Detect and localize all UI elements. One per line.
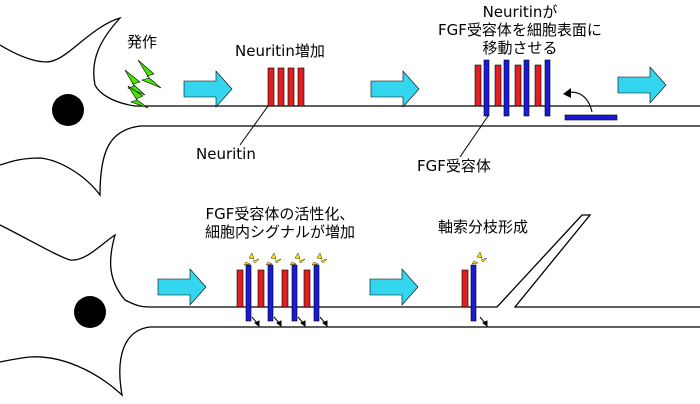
fgf-receptor-bar (523, 59, 530, 117)
bottom-stage1-label-line1: FGF受容体の活性化、 (205, 205, 355, 223)
signal-arrows (251, 316, 488, 327)
fgf-receptor-bar (313, 264, 320, 322)
neuritin-bar (494, 64, 502, 107)
receptor-cluster-bottom (236, 264, 320, 322)
neuritin-bar (303, 269, 311, 308)
neuritin-bar (297, 67, 305, 107)
bottom-stage1-label-line2: 細胞内シグナルが増加 (204, 223, 356, 241)
fgf-receptor-bar (503, 59, 510, 117)
right-arrow-icon (183, 70, 233, 108)
neuritin-bar (236, 269, 244, 308)
stimulus-label: 発作 (127, 33, 158, 51)
receptor-pointer-label: FGF受容体 (417, 157, 491, 175)
bottom-stage2-label: 軸索分枝形成 (438, 218, 529, 236)
neuritin-bar (281, 269, 289, 308)
neuritin-bar (514, 64, 522, 107)
neuritin-bar (267, 67, 275, 107)
receptor-pointer-line (459, 115, 489, 158)
right-arrow-icon (369, 268, 419, 306)
fgf-receptor-bar (267, 264, 274, 322)
top-panel (0, 16, 700, 197)
top-neuron-outline (0, 16, 700, 197)
receptor-cluster-top (474, 59, 551, 117)
right-arrow-icon (617, 66, 667, 104)
top-stage2-label-line2: FGF受容体を細胞表面に (438, 21, 602, 39)
fgf-receptor-bar (291, 264, 298, 322)
neuritin-bar (257, 269, 265, 308)
lightning-bolt-icon (124, 59, 162, 109)
bottom-neuron-outline (0, 214, 700, 397)
bottom-nucleus (74, 296, 106, 328)
fgf-receptor-bar (483, 59, 490, 117)
neuritin-bar (461, 269, 469, 308)
fgf-receptor-bar (544, 59, 551, 117)
neuritin-bar (287, 67, 295, 107)
neuritin-pointer-line (239, 105, 269, 146)
spark-burst-icon (243, 251, 488, 266)
receptor-single (461, 264, 477, 322)
neuritin-pointer-label: Neuritin (196, 145, 256, 163)
top-stage2-label-line1: Neuritinが (482, 3, 558, 21)
neuritin-bar (534, 64, 542, 107)
fgf-receptor-bar (245, 264, 252, 322)
right-arrow-icon (157, 268, 207, 306)
neuritin-bar (277, 67, 285, 107)
top-stage1-label: Neuritin増加 (235, 42, 325, 60)
neuritin-bar (474, 64, 482, 107)
top-stage2-label-line3: 移動させる (482, 39, 558, 57)
bottom-panel (0, 214, 700, 397)
top-nucleus (52, 94, 84, 126)
right-arrow-icon (370, 70, 420, 108)
fgf-receptor-incoming (564, 114, 618, 121)
neuritin-cluster (267, 67, 305, 107)
fgf-receptor-bar (470, 264, 477, 322)
